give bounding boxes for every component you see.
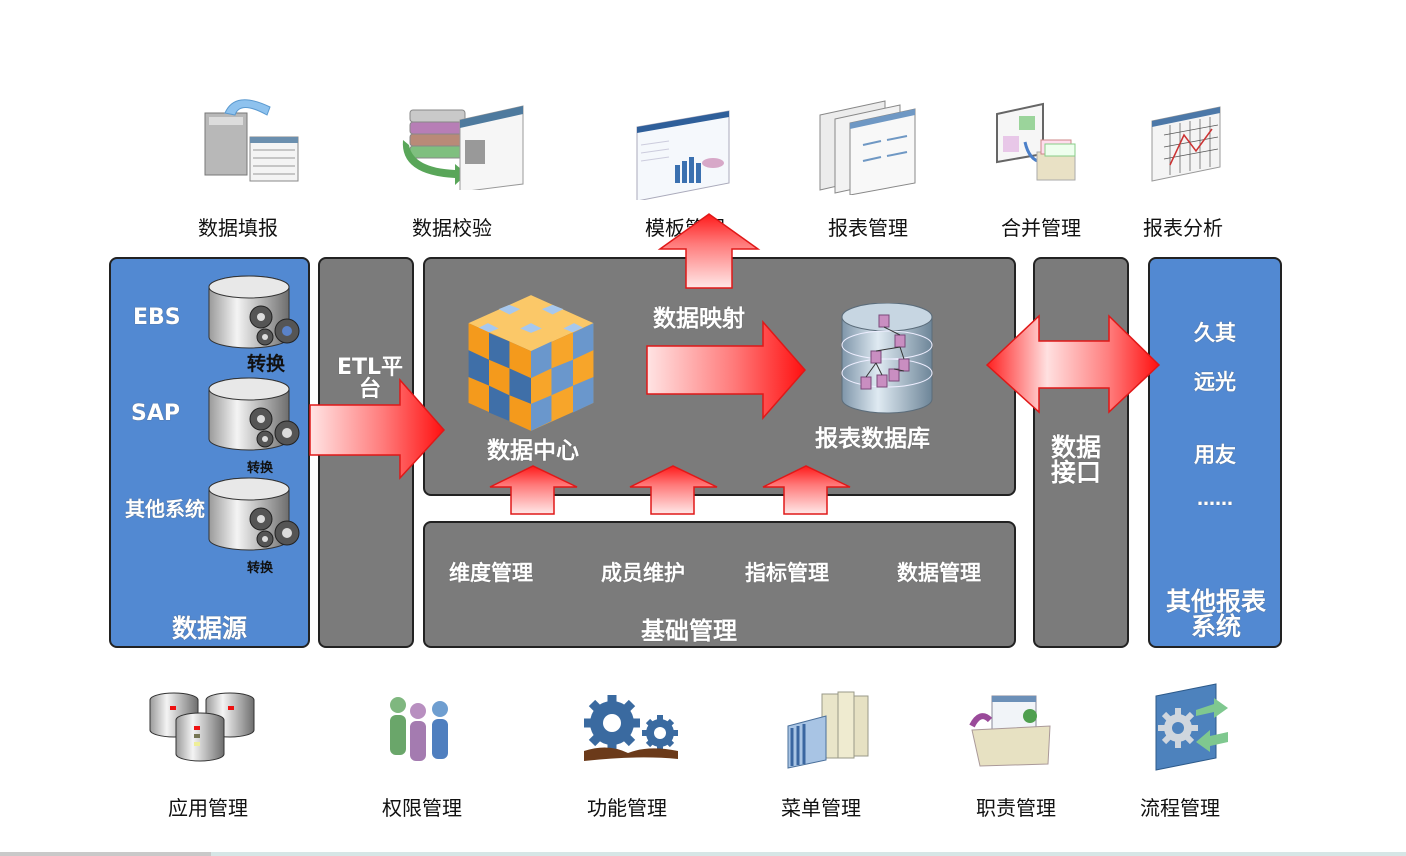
database-validate-icon [395,100,525,194]
transform-label: 转换 [247,561,274,576]
top-module-label: 报表管理 [828,216,908,240]
template-up-arrow [657,213,761,289]
top-module-label: 报表分析 [1143,216,1223,240]
database-gear-icon [205,375,305,469]
base-item: 成员维护 [601,561,685,585]
system-item: 远光 [1194,370,1236,394]
base-up-arrow [489,465,578,515]
source-label-other: 其他系统 [125,497,205,521]
data-source-title: 数据源 [171,614,247,643]
top-module-label: 合并管理 [1001,216,1081,240]
stacked-reports-icon [815,95,925,199]
top-module-label: 数据填报 [198,216,278,240]
database-cluster-icon [148,692,268,771]
system-item: 用友 [1194,443,1236,467]
gears-icon [578,693,693,767]
database-gear-icon [205,273,305,367]
bidirectional-arrow [985,314,1161,414]
people-icon [384,695,464,769]
toolbox-user-icon [968,690,1058,774]
data-center-label: 数据中心 [487,438,579,464]
data-source-panel: EBS SAP 转换 转换 其他系统 转换 数据源 [109,257,310,648]
system-item: …… [1197,489,1233,510]
chart-analysis-icon [1150,105,1225,189]
transform-label: 转换 [247,461,274,476]
base-item: 指标管理 [745,561,829,585]
bottom-module-label: 功能管理 [587,796,667,820]
report-database-icon [837,302,937,427]
source-label-ebs: EBS [133,305,181,330]
bottom-module-label: 权限管理 [382,796,462,820]
report-database-label: 报表数据库 [815,426,930,452]
merge-files-icon [995,100,1085,189]
database-gear-icon [205,475,305,569]
base-item: 数据管理 [897,561,981,585]
bottom-module-label: 应用管理 [168,796,248,820]
server-upload-icon [195,95,305,189]
books-icon [786,686,876,775]
bottom-edge-bar [0,852,1406,856]
etl-label: ETL平台 [336,355,404,402]
source-label-sap: SAP [131,401,180,426]
base-up-arrow [629,465,718,515]
other-report-systems-panel: 久其 远光 用友 …… 其他报表系统 [1148,257,1282,648]
base-item: 维度管理 [449,561,533,585]
system-item: 久其 [1194,321,1236,345]
transform-label: 转换 [247,353,286,375]
etl-arrow [309,378,446,480]
workflow-gear-icon [1150,682,1230,776]
data-interface-label: 数据接口 [1051,433,1102,487]
base-management-panel: 维度管理 成员维护 指标管理 数据管理 基础管理 [423,521,1016,648]
mapping-arrow [646,320,806,420]
base-up-arrow [762,465,851,515]
bottom-module-label: 职责管理 [976,796,1056,820]
other-systems-title: 其他报表系统 [1165,587,1266,641]
data-cube-icon [461,293,601,437]
data-mapping-label: 数据映射 [653,306,745,332]
top-module-label: 数据校验 [412,216,492,240]
bottom-module-label: 流程管理 [1140,796,1220,820]
base-management-title: 基础管理 [641,617,737,645]
core-panel: 数据中心 数据映射 报表数据库 [423,257,1016,496]
dashboard-template-icon [633,105,733,204]
bottom-module-label: 菜单管理 [781,796,861,820]
